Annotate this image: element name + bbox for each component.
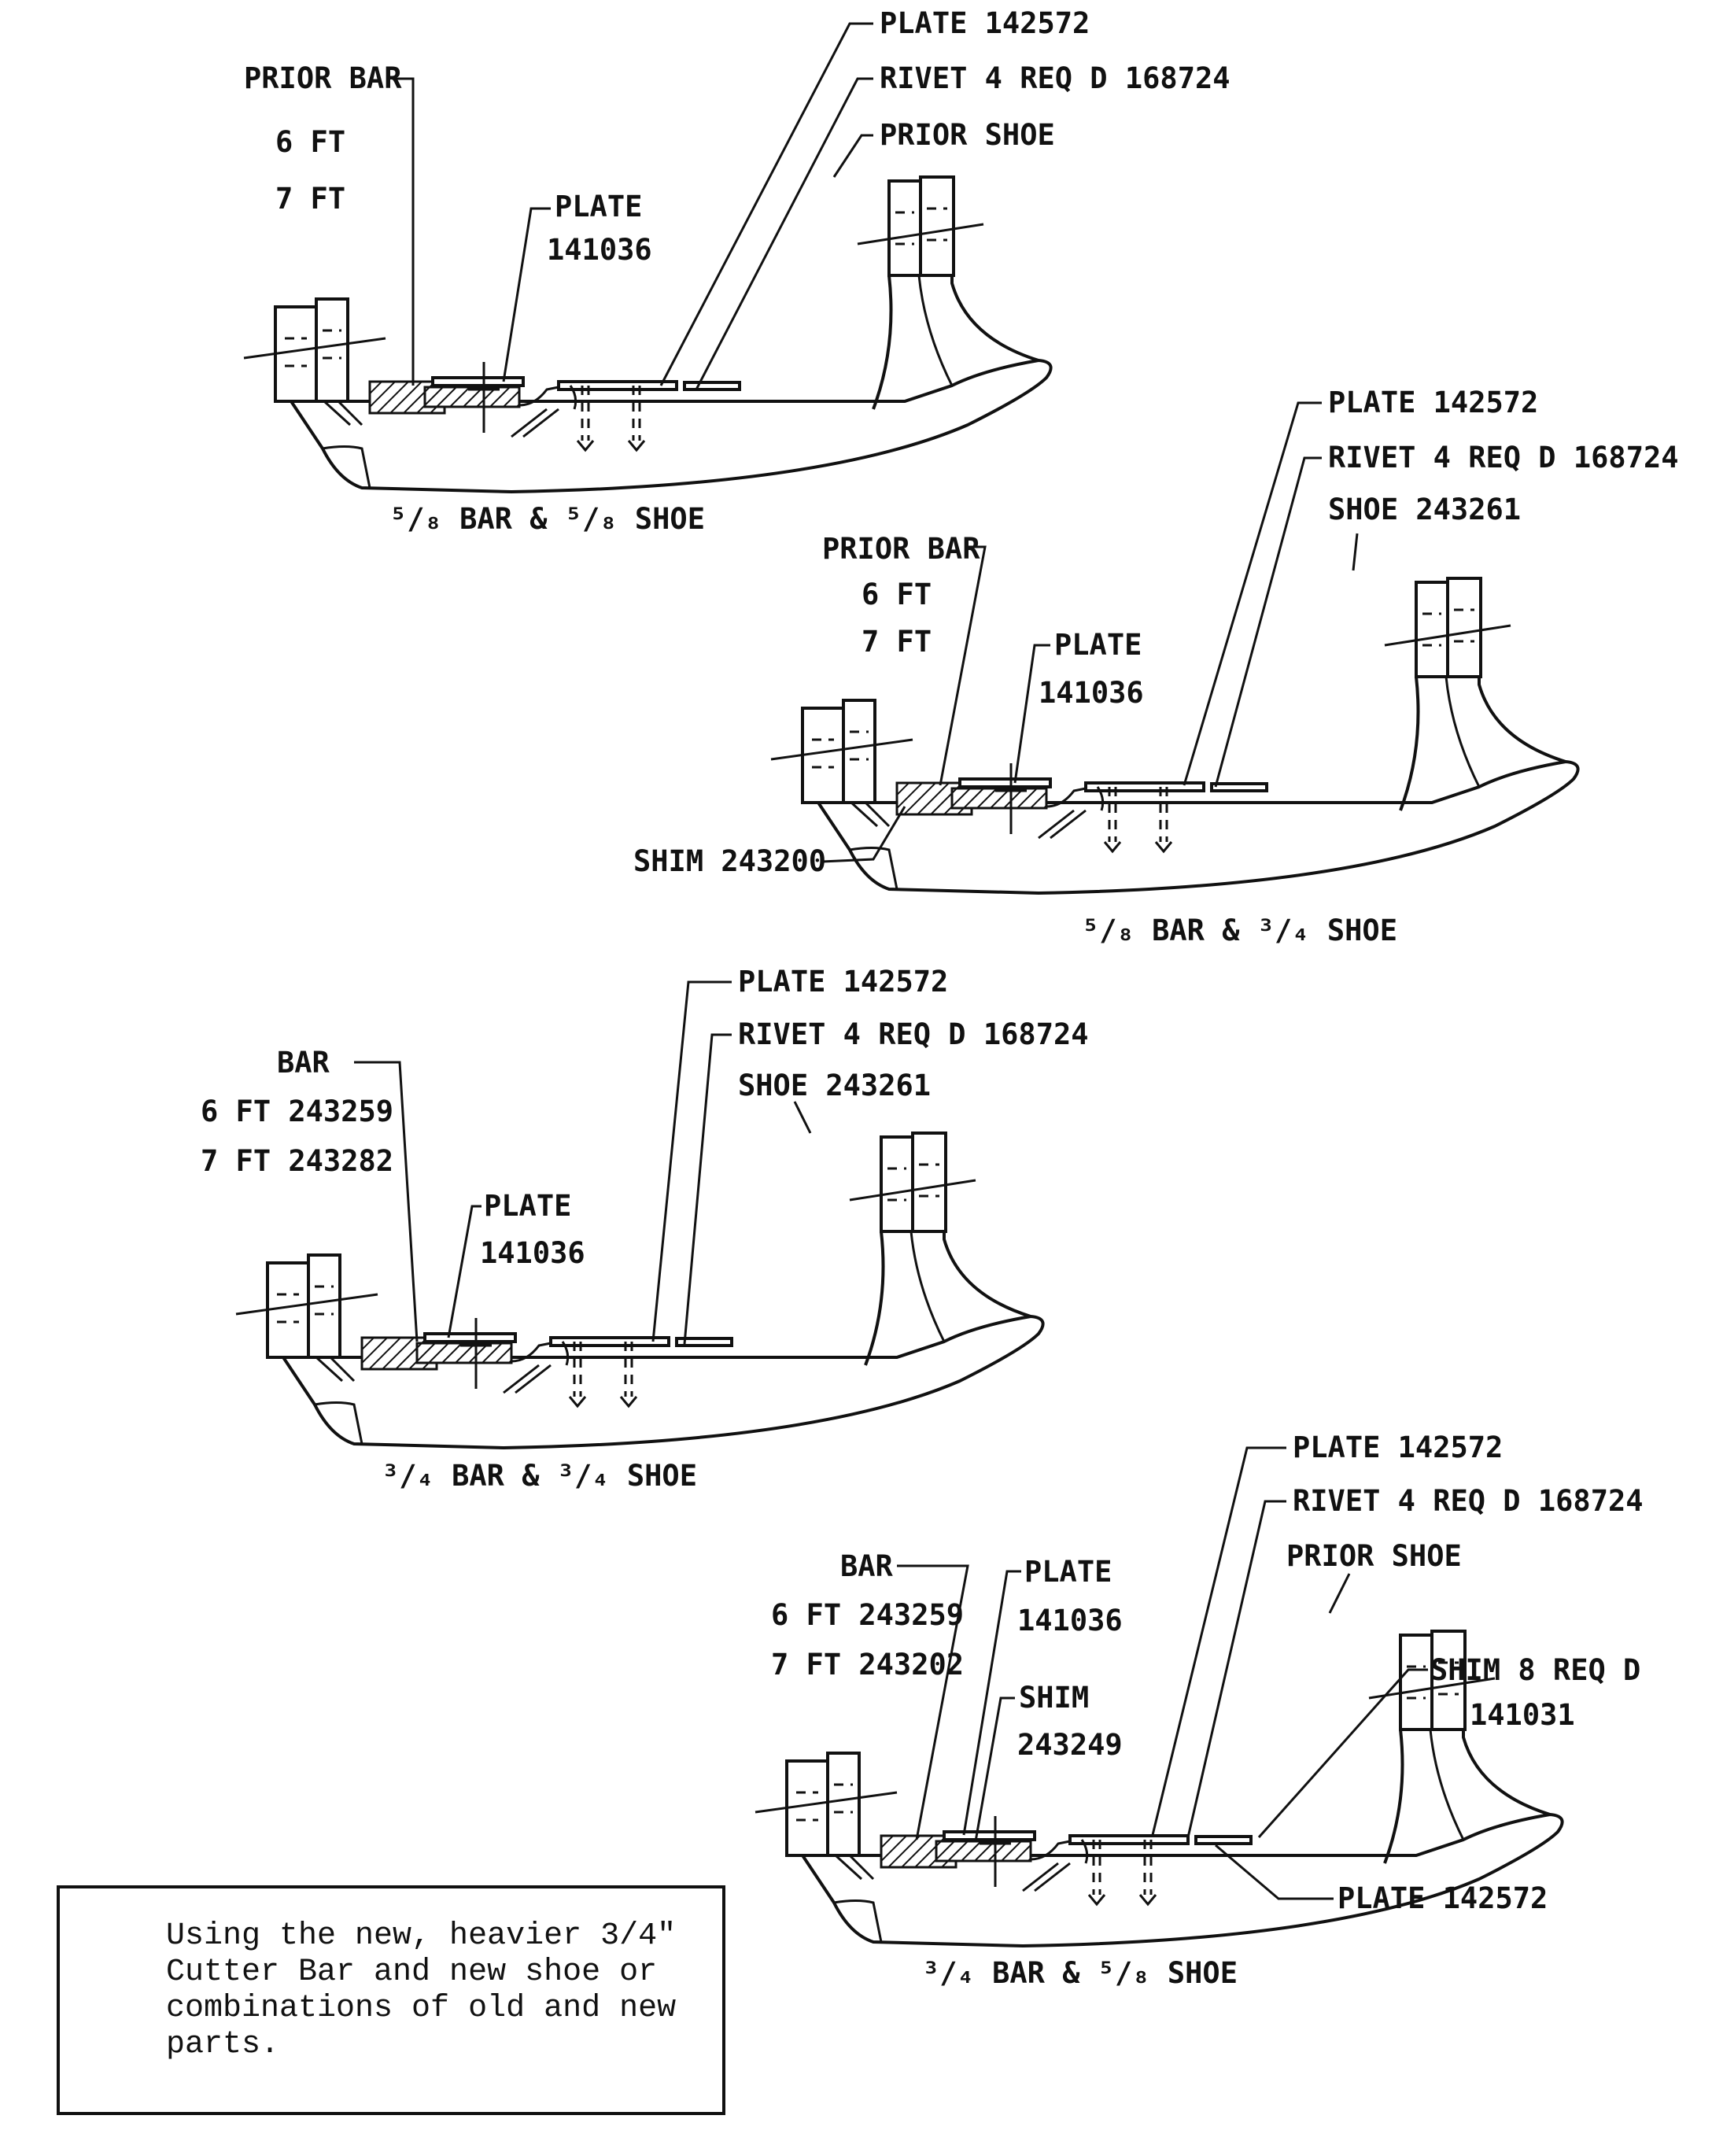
- d2-plate-a-1: PLATE: [1054, 628, 1142, 662]
- d3-shoe: SHOE 243261: [738, 1069, 931, 1102]
- diagram-2: PRIOR BAR 6 FT 7 FT PLATE 141036 PLATE 1…: [633, 386, 1679, 947]
- d1-plate-b: PLATE 142572: [880, 6, 1090, 40]
- d2-bar-7ft: 7 FT: [862, 625, 932, 659]
- d3-caption: ³/₄ BAR & ³/₄ SHOE: [382, 1459, 697, 1493]
- d4-shoe: PRIOR SHOE: [1286, 1539, 1462, 1573]
- d4-shim-a-2: 243249: [1017, 1728, 1123, 1762]
- d3-plate-b: PLATE 142572: [738, 965, 948, 999]
- diagram-3: BAR 6 FT 243259 7 FT 243282 PLATE 141036…: [201, 965, 1089, 1493]
- diagram-1: PRIOR BAR 6 FT 7 FT PLATE 141036 PLATE 1…: [242, 6, 1230, 536]
- diagram-4: BAR 6 FT 243259 7 FT 243202 PLATE 141036…: [754, 1431, 1644, 1990]
- d4-plate-b: PLATE 142572: [1293, 1431, 1503, 1464]
- d2-bar-title: PRIOR BAR: [822, 532, 980, 566]
- d2-plate-b: PLATE 142572: [1328, 386, 1538, 419]
- d4-plate-a-2: 141036: [1017, 1604, 1123, 1637]
- d1-bar-title: PRIOR BAR: [244, 61, 402, 95]
- d4-bar-title: BAR: [840, 1549, 894, 1583]
- d1-rivet: RIVET 4 REQ D 168724: [880, 61, 1230, 95]
- d1-bar-6ft: 6 FT: [275, 125, 345, 159]
- d3-bar-6ft: 6 FT 243259: [201, 1095, 393, 1128]
- d2-caption: ⁵/₈ BAR & ³/₄ SHOE: [1082, 914, 1397, 947]
- note-box: Using the new, heavier 3/4" Cutter Bar a…: [57, 1885, 725, 2115]
- d4-shim-b-1: SHIM 8 REQ D: [1430, 1653, 1640, 1687]
- d2-shim: SHIM 243200: [633, 844, 826, 878]
- d2-rivet: RIVET 4 REQ D 168724: [1328, 441, 1679, 474]
- d4-plate-a-1: PLATE: [1024, 1555, 1112, 1589]
- d2-shoe: SHOE 243261: [1328, 493, 1521, 526]
- d3-plate-a-1: PLATE: [484, 1189, 571, 1223]
- d2-bar-6ft: 6 FT: [862, 578, 932, 611]
- d4-caption: ³/₄ BAR & ⁵/₈ SHOE: [922, 1956, 1238, 1990]
- d1-shoe: PRIOR SHOE: [880, 118, 1055, 152]
- d3-bar-7ft: 7 FT 243282: [201, 1144, 393, 1178]
- d4-bar-6ft: 6 FT 243259: [771, 1598, 964, 1632]
- d3-rivet: RIVET 4 REQ D 168724: [738, 1017, 1089, 1051]
- d1-plate-a-1: PLATE: [555, 190, 642, 223]
- note-text: Using the new, heavier 3/4" Cutter Bar a…: [166, 1918, 677, 2062]
- d4-bar-7ft: 7 FT 243202: [771, 1648, 964, 1682]
- d2-plate-a-2: 141036: [1039, 676, 1144, 710]
- d3-bar-title: BAR: [277, 1046, 330, 1080]
- d4-shim-a-1: SHIM: [1019, 1681, 1089, 1715]
- d4-rivet: RIVET 4 REQ D 168724: [1293, 1484, 1644, 1518]
- d3-plate-a-2: 141036: [480, 1236, 585, 1270]
- d1-plate-a-2: 141036: [547, 233, 652, 267]
- d1-bar-7ft: 7 FT: [275, 182, 345, 216]
- d1-caption: ⁵/₈ BAR & ⁵/₈ SHOE: [389, 502, 705, 536]
- d4-shim-b-2: 141031: [1470, 1698, 1575, 1732]
- d4-plate-c: PLATE 142572: [1338, 1881, 1548, 1915]
